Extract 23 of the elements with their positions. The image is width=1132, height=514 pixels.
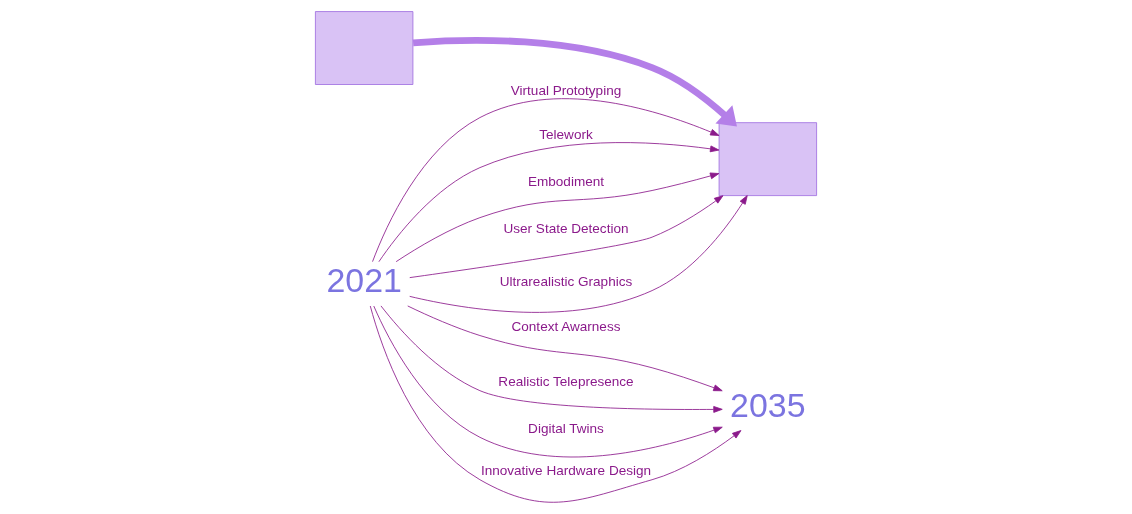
edge-label: Context Awarness	[511, 319, 621, 335]
edge-label: Digital Twins	[528, 420, 604, 436]
arrow	[395, 172, 720, 263]
edge-label: Ultrarealistic Graphics	[499, 274, 633, 290]
node-text: 2035	[730, 385, 806, 424]
arrow	[373, 305, 723, 458]
node-box	[718, 122, 818, 197]
arrow	[409, 195, 748, 313]
node-text: 2021	[326, 261, 402, 300]
arrow	[380, 305, 723, 413]
arrow	[407, 305, 723, 392]
arrow	[378, 142, 720, 263]
arrow	[412, 36, 737, 127]
arrow	[369, 305, 742, 503]
edge-label: Innovative Hardware Design	[480, 463, 652, 479]
node-box	[314, 11, 414, 85]
arrow	[372, 98, 720, 263]
edge-label: Telework	[539, 126, 593, 142]
edge-label: User State Detection	[503, 220, 629, 236]
edge-label: Virtual Prototyping	[510, 82, 622, 98]
edge-label: Embodiment	[527, 174, 605, 190]
edge-label: Realistic Telepresence	[498, 374, 634, 390]
arrow	[409, 195, 724, 279]
